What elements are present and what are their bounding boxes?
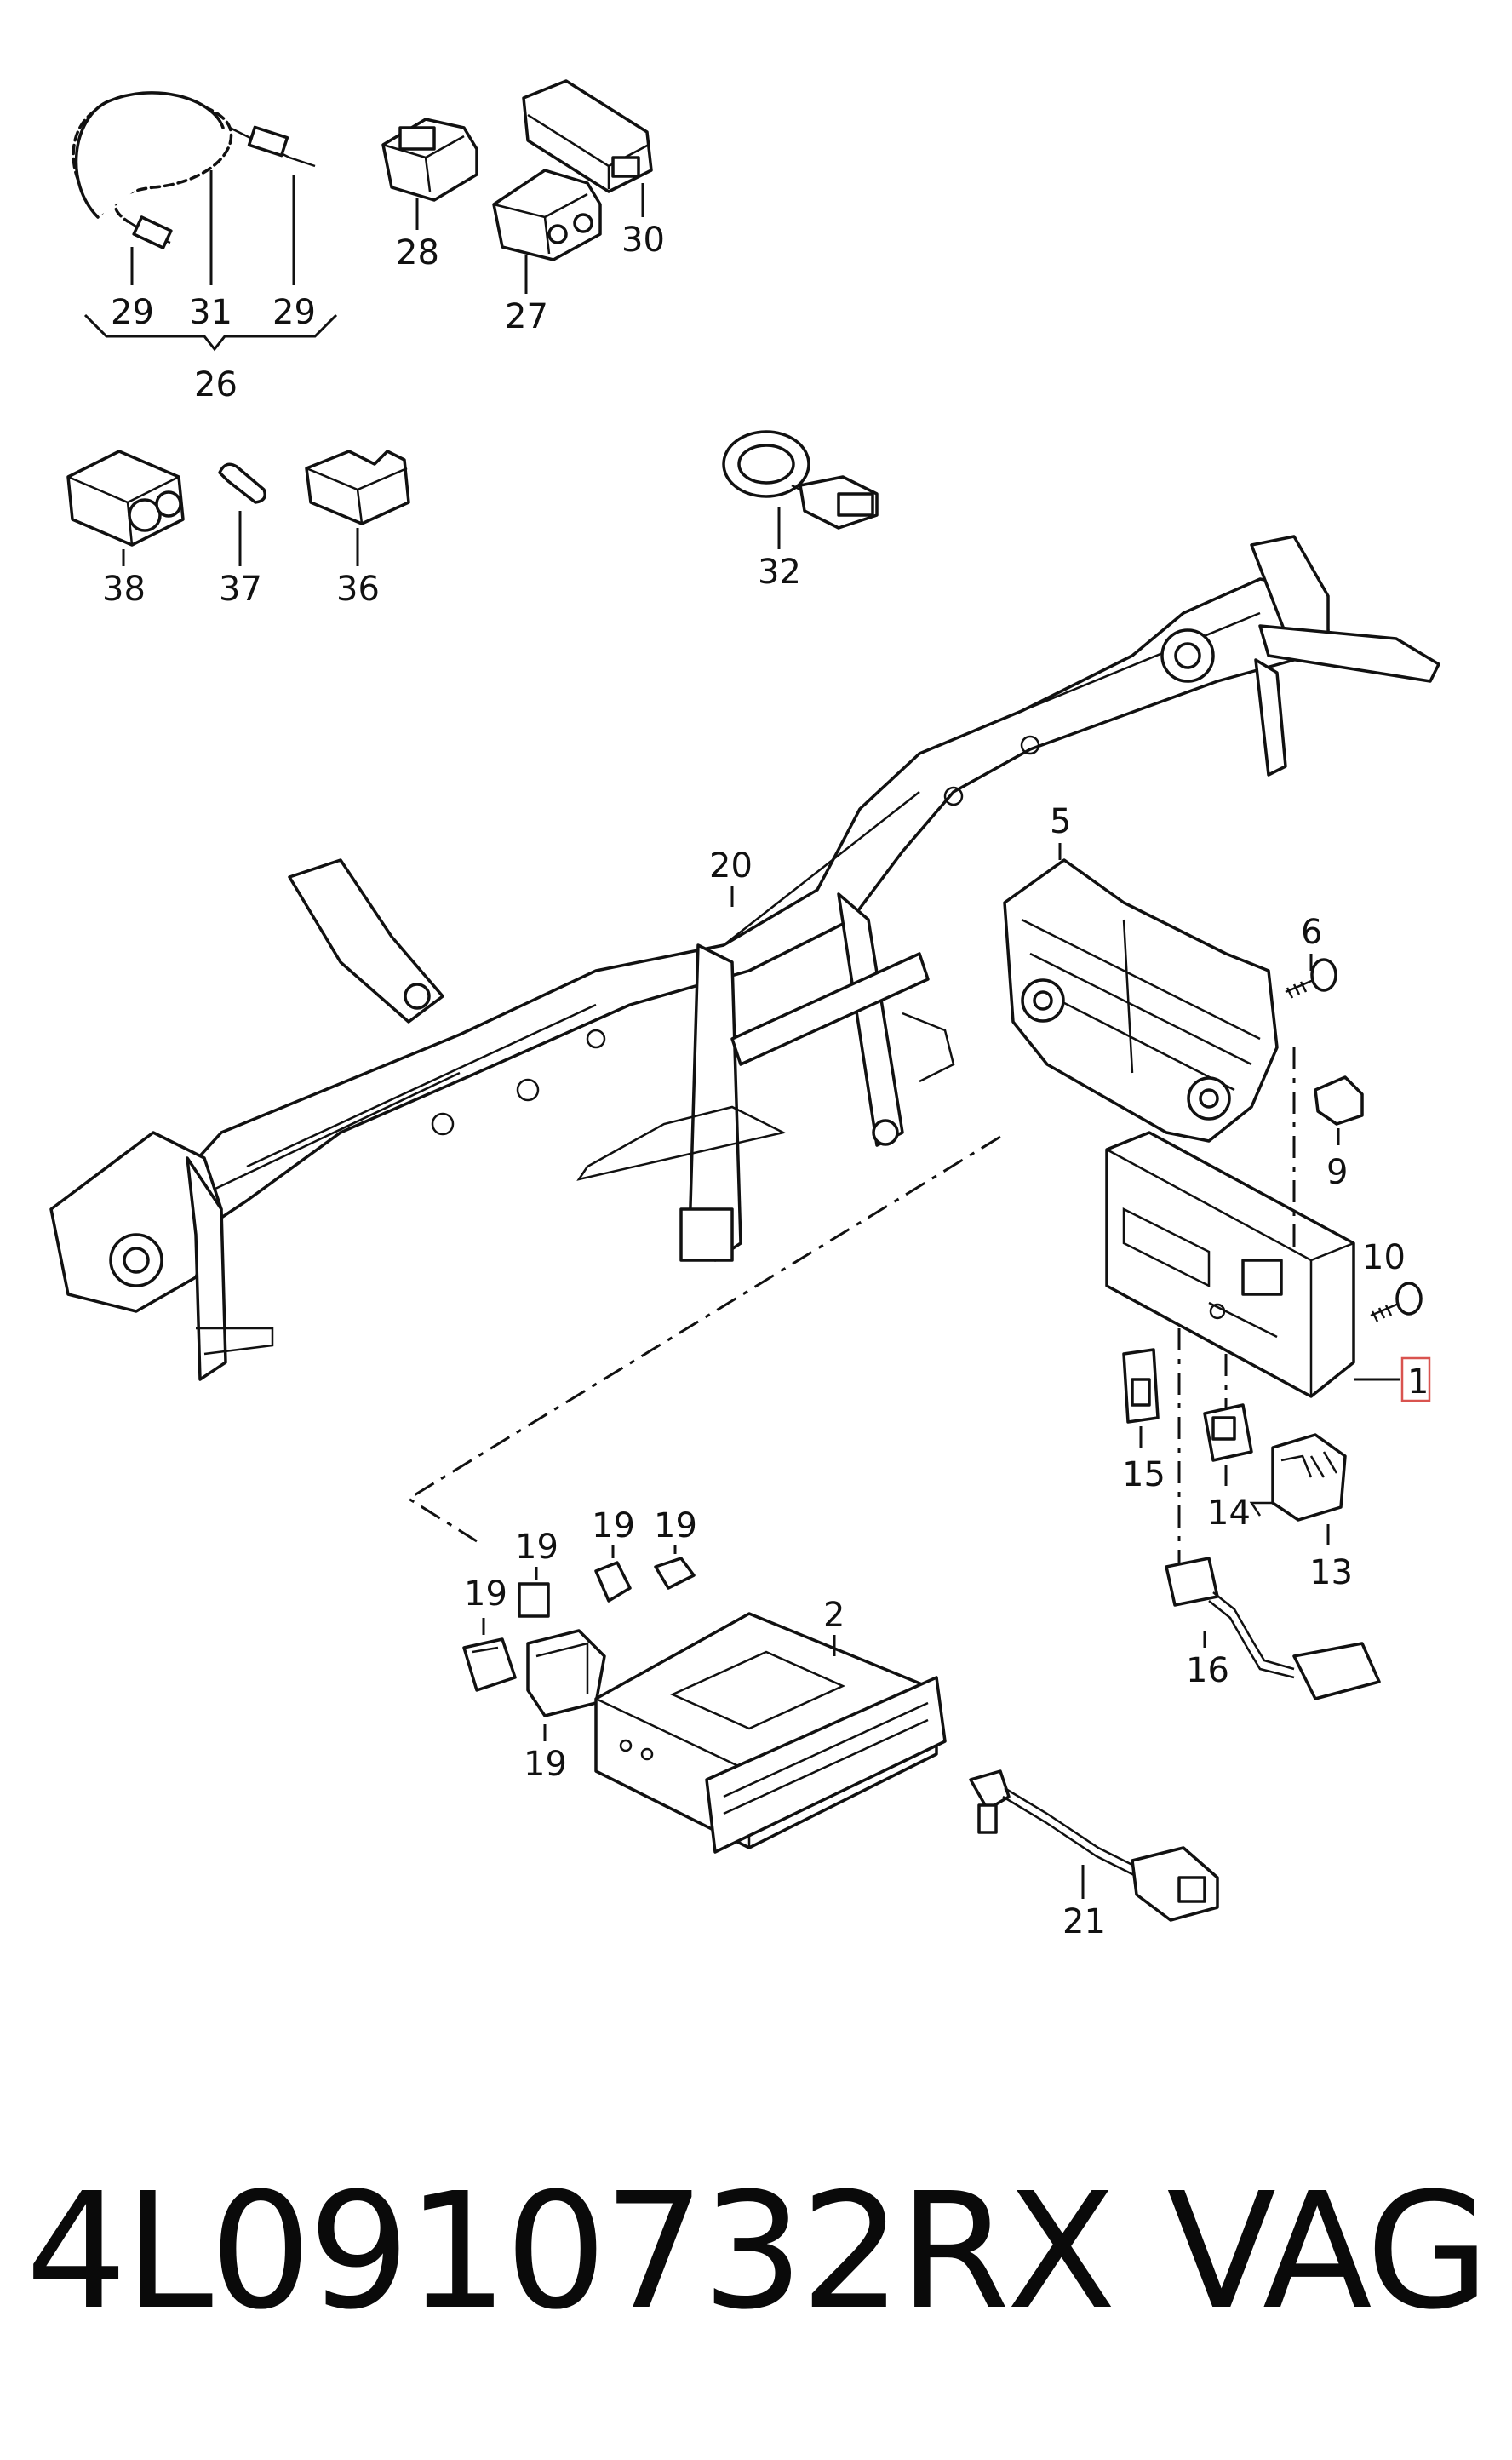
callout-9: 9 (1326, 1153, 1348, 1192)
connector-30 (522, 79, 653, 193)
callout-38: 38 (102, 570, 146, 609)
fuse-19a (518, 1582, 550, 1618)
connector-14 (1203, 1403, 1253, 1462)
connector-15 (1122, 1348, 1160, 1424)
connector-19d (462, 1637, 517, 1692)
callout-19: 19 (464, 1574, 507, 1614)
screw-10 (1370, 1282, 1423, 1322)
part-37 (218, 462, 266, 504)
connector-27 (492, 169, 602, 261)
screw-6 (1285, 958, 1337, 999)
callout-29: 29 (272, 293, 316, 332)
callout-6: 6 (1301, 913, 1322, 952)
cross-car-beam (49, 535, 1440, 1381)
callout-31: 31 (189, 293, 232, 332)
callout-13: 13 (1309, 1553, 1353, 1592)
part-38 (66, 450, 185, 547)
callout-29: 29 (111, 293, 154, 332)
connector-13 (1249, 1433, 1347, 1522)
control-module-1 (1105, 1131, 1355, 1398)
radio-unit-2 (594, 1612, 947, 1854)
group-bracket (83, 313, 338, 352)
callout-2: 2 (823, 1596, 845, 1635)
part-number: 4L0910732RX (26, 2159, 1116, 2345)
callout-19: 19 (515, 1528, 558, 1567)
callout-14: 14 (1207, 1494, 1251, 1533)
callout-32: 32 (758, 553, 801, 592)
ring-connector-32 (722, 430, 879, 530)
callout-1: 1 (1407, 1362, 1429, 1402)
callout-19: 19 (654, 1506, 697, 1545)
callout-16: 16 (1186, 1651, 1229, 1690)
callout-21: 21 (1062, 1902, 1106, 1941)
callout-10: 10 (1362, 1238, 1406, 1277)
clip-9 (1314, 1075, 1364, 1126)
mounting-bracket-5 (1003, 858, 1279, 1143)
callout-26: 26 (194, 365, 238, 404)
callout-37: 37 (219, 570, 262, 609)
bracket-19e (526, 1629, 606, 1717)
callout-20: 20 (709, 846, 753, 886)
callout-28: 28 (396, 233, 439, 272)
brand-name: VAG (1166, 2159, 1490, 2345)
callout-19: 19 (524, 1745, 567, 1784)
connector-28 (381, 118, 478, 202)
clip-19b (594, 1561, 632, 1603)
callout-36: 36 (336, 570, 380, 609)
highlight-box (1400, 1356, 1431, 1402)
coiled-cable-part (72, 91, 316, 249)
callout-27: 27 (505, 297, 548, 336)
callout-19: 19 (592, 1506, 635, 1545)
antenna-cable-21 (969, 1769, 1219, 1922)
clip-19c (654, 1557, 696, 1590)
part-36 (305, 450, 410, 525)
callout-5: 5 (1050, 802, 1071, 841)
callout-30: 30 (621, 221, 665, 260)
cable-16 (1165, 1557, 1381, 1700)
callout-15: 15 (1122, 1455, 1166, 1494)
